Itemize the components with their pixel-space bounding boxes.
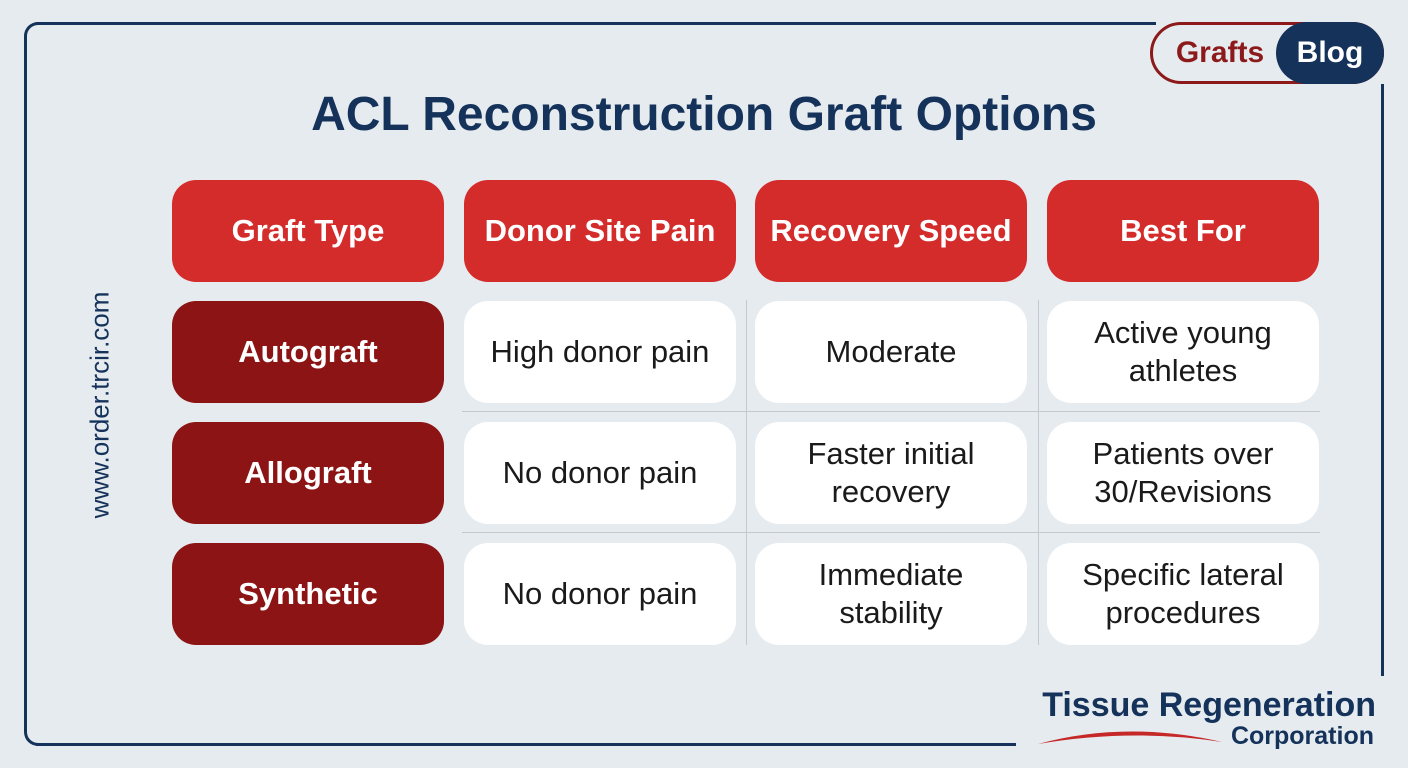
table-cell: Immediate stability — [755, 543, 1027, 645]
logo-swoosh-icon — [1038, 731, 1222, 744]
tab-blog[interactable]: Blog — [1276, 22, 1384, 84]
column-divider — [746, 300, 747, 645]
header-best-for: Best For — [1047, 180, 1319, 282]
column-divider — [1038, 300, 1039, 645]
tab-grafts[interactable]: Grafts — [1175, 36, 1265, 69]
row-label-autograft: Autograft — [172, 301, 444, 403]
frame-border-bottom — [36, 743, 1016, 746]
row-label-synthetic: Synthetic — [172, 543, 444, 645]
row-label-allograft: Allograft — [172, 422, 444, 524]
table-cell: High donor pain — [464, 301, 736, 403]
header-graft-type: Graft Type — [172, 180, 444, 282]
table-cell: Moderate — [755, 301, 1027, 403]
frame-border-right — [1381, 84, 1384, 676]
logo-subtitle: Corporation — [1230, 722, 1374, 750]
header-recovery-speed: Recovery Speed — [755, 180, 1027, 282]
table-cell: Patients over 30/Revisions — [1047, 422, 1319, 524]
table-cell: Active young athletes — [1047, 301, 1319, 403]
row-divider — [462, 532, 1320, 533]
frame-border-top — [36, 22, 1156, 25]
table-cell: Specific lateral procedures — [1047, 543, 1319, 645]
page-title: ACL Reconstruction Graft Options — [311, 88, 1097, 141]
frame-border-left — [24, 22, 38, 746]
table-cell: No donor pain — [464, 543, 736, 645]
table-cell: Faster initial recovery — [755, 422, 1027, 524]
row-divider — [462, 411, 1320, 412]
table-cell: No donor pain — [464, 422, 736, 524]
logo-name: Tissue Regeneration — [1042, 686, 1376, 724]
header-donor-site-pain: Donor Site Pain — [464, 180, 736, 282]
website-url: www.order.trcir.com — [84, 291, 115, 519]
